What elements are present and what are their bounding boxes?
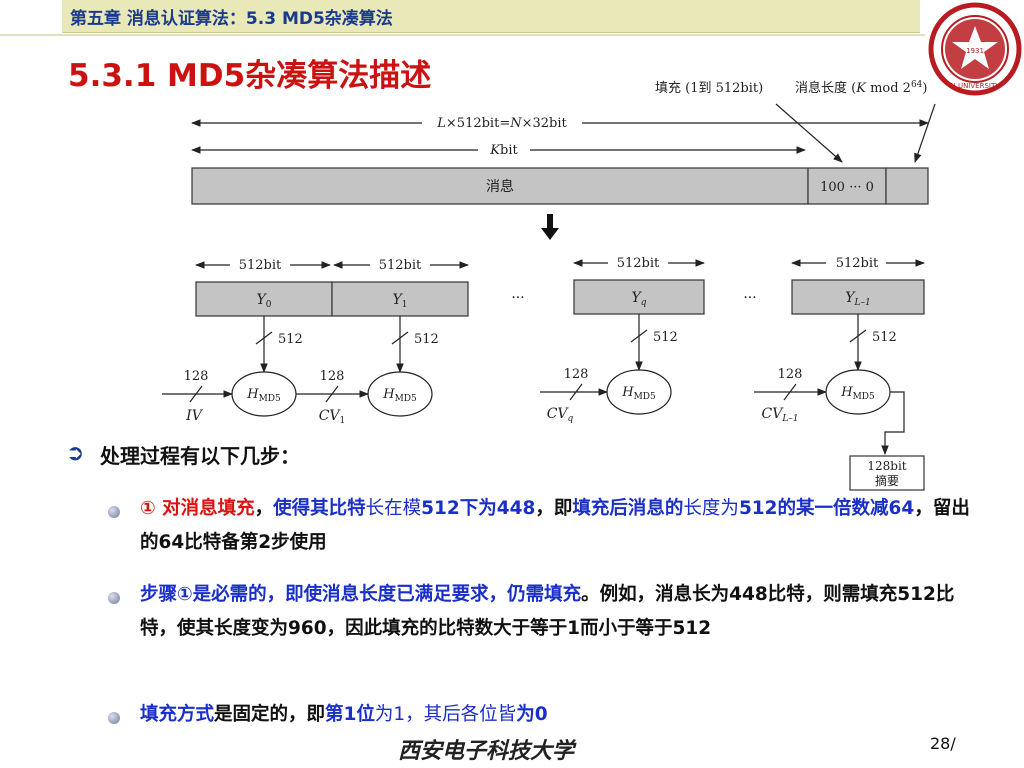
svg-text:Y0: Y0	[257, 292, 272, 310]
md5-diagram: 填充 (1到 512bit) 消息长度 (K mod 264) L×512bit…	[162, 80, 936, 491]
bullet-icon	[108, 712, 120, 724]
header-bar: 第五章 消息认证算法：5.3 MD5杂凑算法	[62, 0, 920, 33]
svg-text:128: 128	[564, 367, 589, 382]
block-y0	[195, 281, 333, 317]
bullet-icon	[108, 506, 120, 518]
digest-path	[881, 391, 905, 455]
svg-text:HMD5: HMD5	[621, 385, 656, 402]
steps-heading: 处理过程有以下几步：	[100, 444, 300, 468]
svg-text:512bit: 512bit	[379, 258, 422, 273]
length-pointer	[914, 103, 936, 163]
bullet-icon	[108, 592, 120, 604]
breadcrumb: 第五章 消息认证算法：5.3 MD5杂凑算法	[70, 9, 393, 29]
svg-text:512: 512	[872, 330, 897, 345]
transform-arrow-head	[541, 228, 559, 240]
length-label: 消息长度 (K mod 264)	[795, 80, 927, 96]
header-divider	[0, 34, 925, 36]
svg-text:512bit: 512bit	[617, 256, 660, 271]
svg-text:YL–1: YL–1	[845, 290, 870, 308]
svg-text:512: 512	[414, 332, 439, 347]
digest-box	[849, 455, 925, 491]
svg-text:512: 512	[653, 330, 678, 345]
block-yq	[573, 279, 705, 315]
svg-text:Yq: Yq	[631, 290, 646, 308]
total-length-label: L×512bit=N×32bit	[436, 116, 567, 131]
svg-text:HMD5: HMD5	[840, 385, 875, 402]
padding-pointer	[775, 103, 843, 163]
ellipsis-2: ···	[743, 290, 756, 306]
message-label: 消息	[486, 178, 514, 195]
seal-text: N UNIVERSITY	[950, 82, 1000, 90]
svg-text:CVL–1: CVL–1	[761, 406, 798, 424]
seal-year: 1931	[966, 47, 984, 55]
iv-label: IV	[185, 408, 204, 424]
svg-text:128: 128	[320, 369, 345, 384]
svg-text:128: 128	[778, 367, 803, 382]
svg-text:HMD5: HMD5	[382, 387, 417, 404]
svg-text:512: 512	[278, 332, 303, 347]
svg-text:西安电子科技大学: 西安电子科技大学	[398, 738, 577, 764]
svg-text:512bit: 512bit	[836, 256, 879, 271]
k-bit-label: Kbit	[489, 143, 518, 158]
svg-text:HMD5: HMD5	[246, 387, 281, 404]
step-paragraph-1: ① 对消息填充，使得其比特长在模512下为448，即填充后消息的长度为512的某…	[140, 498, 970, 553]
page-number: 28/	[930, 734, 956, 753]
padding-value: 100 ··· 0	[820, 180, 874, 195]
svg-text:CVq: CVq	[547, 406, 574, 424]
block-y1	[331, 281, 469, 317]
slide-title: 5.3.1 MD5杂凑算法描述	[68, 58, 432, 94]
svg-text:CV1: CV1	[319, 408, 346, 426]
university-calligraphy-logo: 西安电子科技大学	[398, 738, 577, 764]
university-seal-icon: 1931 N UNIVERSITY	[928, 2, 1022, 96]
arrow-bullet-icon: ➲	[66, 441, 85, 466]
length-block	[885, 167, 929, 205]
transform-arrow-shaft	[547, 214, 553, 230]
svg-text:128bit: 128bit	[867, 459, 906, 473]
svg-text:128: 128	[184, 369, 209, 384]
step-paragraph-2: 步骤①是必需的，即使消息长度已满足要求，仍需填充。例如，消息长为448比特，则需…	[140, 584, 955, 639]
svg-text:512bit: 512bit	[239, 258, 282, 273]
step-paragraph-3: 填充方式是固定的，即第1位为1，其后各位皆为0	[140, 704, 548, 725]
padding-label: 填充 (1到 512bit)	[655, 80, 763, 96]
ellipsis-1: ···	[511, 290, 524, 306]
block-yl1	[791, 279, 925, 315]
svg-text:摘要: 摘要	[875, 473, 899, 488]
svg-text:Y1: Y1	[393, 292, 408, 310]
